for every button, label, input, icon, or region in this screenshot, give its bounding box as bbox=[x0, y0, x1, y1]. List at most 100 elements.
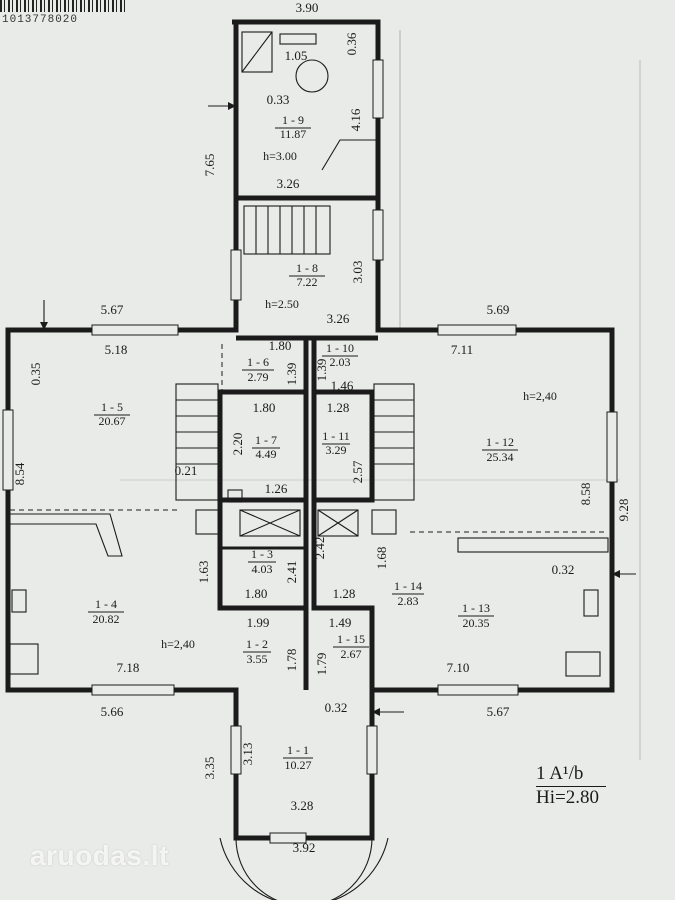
height-label: h=2,40 bbox=[161, 637, 195, 651]
dimension: 5.69 bbox=[487, 302, 510, 317]
room-area: 3.29 bbox=[326, 443, 347, 457]
room-id: 1 - 5 bbox=[101, 400, 123, 414]
room-area: 2.03 bbox=[330, 355, 351, 369]
room-id: 1 - 10 bbox=[326, 341, 354, 355]
room-label-underlines bbox=[88, 127, 518, 759]
section-arrows bbox=[40, 102, 636, 716]
dimension: 1.80 bbox=[269, 338, 292, 353]
dimension: 0.35 bbox=[28, 363, 43, 386]
dimension: 5.67 bbox=[101, 302, 124, 317]
dimension: 7.18 bbox=[117, 660, 140, 675]
room-area: 4.03 bbox=[252, 562, 273, 576]
dimension: 1.79 bbox=[314, 653, 329, 676]
dimension: 1.49 bbox=[329, 615, 352, 630]
dimension: 3.26 bbox=[277, 176, 300, 191]
height-label: h=2.50 bbox=[265, 297, 299, 311]
dimension: 1.68 bbox=[374, 547, 389, 570]
dimension: 2.42 bbox=[312, 537, 327, 560]
dimension-labels: 3.90 1.05 0.36 0.33 4.16 7.65 3.26 3.03 … bbox=[12, 0, 631, 855]
dimension: 3.13 bbox=[240, 743, 255, 766]
dimension: 1.26 bbox=[265, 481, 288, 496]
dimension: 8.58 bbox=[578, 483, 593, 506]
room-area: 10.27 bbox=[285, 758, 312, 772]
room-id: 1 - 6 bbox=[247, 355, 269, 369]
dimension: 3.90 bbox=[296, 0, 319, 15]
dimension: 7.10 bbox=[447, 660, 470, 675]
dimension: 0.33 bbox=[267, 92, 290, 107]
height-labels: h=3.00 h=2.50 h=2,40 h=2,40 bbox=[161, 149, 557, 651]
room-area: 20.82 bbox=[93, 612, 120, 626]
room-id: 1 - 15 bbox=[337, 632, 365, 646]
dimension: 0.32 bbox=[552, 562, 575, 577]
dimension: 5.18 bbox=[105, 342, 128, 357]
dimension: 0.36 bbox=[344, 32, 359, 55]
room-area: 20.35 bbox=[463, 616, 490, 630]
dimension: 7.65 bbox=[202, 154, 217, 177]
dimension: 2.41 bbox=[284, 561, 299, 584]
room-area: 2.79 bbox=[248, 370, 269, 384]
brand-tld: .lt bbox=[142, 840, 169, 871]
room-id: 1 - 4 bbox=[95, 597, 117, 611]
room-id: 1 - 12 bbox=[486, 435, 514, 449]
dimension: 5.67 bbox=[487, 704, 510, 719]
dimension: 2.20 bbox=[230, 433, 245, 456]
dimension: 1.78 bbox=[284, 649, 299, 672]
dimension: 5.66 bbox=[101, 704, 124, 719]
height-label: h=2,40 bbox=[523, 389, 557, 403]
dimension: 1.80 bbox=[245, 586, 268, 601]
room-id: 1 - 9 bbox=[282, 113, 304, 127]
room-labels: 1 - 9 11.87 1 - 8 7.22 1 - 5 20.67 1 - 6… bbox=[93, 113, 515, 772]
legend-floor: 1 A¹/b bbox=[536, 763, 584, 784]
room-area: 3.55 bbox=[247, 652, 268, 666]
dimension: 9.28 bbox=[616, 499, 631, 522]
brand-name: aruodas bbox=[30, 840, 143, 871]
dashed-lines bbox=[10, 344, 608, 533]
dimension: 3.26 bbox=[327, 311, 350, 326]
room-area: 4.49 bbox=[256, 447, 277, 461]
legend-divider bbox=[536, 786, 606, 787]
dimension: 0.32 bbox=[325, 700, 348, 715]
room-id: 1 - 8 bbox=[296, 261, 318, 275]
dimension: 0.21 bbox=[175, 463, 198, 478]
dimension: 1.99 bbox=[247, 615, 270, 630]
room-area: 7.22 bbox=[297, 275, 318, 289]
aruodas-logo: aruodas.lt bbox=[30, 840, 169, 872]
room-id: 1 - 2 bbox=[246, 637, 268, 651]
room-id: 1 - 11 bbox=[322, 429, 350, 443]
dimension: 3.03 bbox=[350, 261, 365, 284]
dimension: 1.05 bbox=[285, 48, 308, 63]
legend-height: Hi=2.80 bbox=[536, 787, 599, 808]
room-area: 20.67 bbox=[99, 414, 126, 428]
fixtures bbox=[9, 31, 609, 900]
stairs bbox=[175, 205, 415, 501]
room-area: 2.83 bbox=[398, 594, 419, 608]
dimension: 1.39 bbox=[284, 363, 299, 386]
barcode bbox=[0, 0, 128, 12]
room-id: 1 - 14 bbox=[394, 579, 422, 593]
dimension: 3.35 bbox=[202, 757, 217, 780]
plan-legend: 1 A¹/b Hi=2.80 bbox=[536, 763, 606, 809]
dimension: 4.16 bbox=[348, 108, 363, 131]
room-area: 2.67 bbox=[341, 647, 362, 661]
dimension: 2.57 bbox=[350, 460, 365, 483]
room-id: 1 - 1 bbox=[287, 743, 309, 757]
dimension: 8.54 bbox=[12, 462, 27, 485]
walls bbox=[5, 19, 615, 841]
room-area: 25.34 bbox=[487, 450, 514, 464]
dimension: 1.46 bbox=[331, 378, 354, 393]
windows bbox=[2, 59, 618, 844]
dimension: 1.28 bbox=[327, 400, 350, 415]
dimension: 3.28 bbox=[291, 798, 314, 813]
room-id: 1 - 7 bbox=[255, 433, 277, 447]
room-area: 11.87 bbox=[280, 127, 307, 141]
dimension: 1.80 bbox=[253, 400, 276, 415]
document-serial: 1013778020 bbox=[2, 14, 79, 26]
room-id: 1 - 13 bbox=[462, 601, 490, 615]
dimension: 7.11 bbox=[451, 342, 473, 357]
dimension: 1.28 bbox=[333, 586, 356, 601]
room-id: 1 - 3 bbox=[251, 547, 273, 561]
dimension: 1.39 bbox=[314, 359, 329, 382]
dimension: 1.63 bbox=[196, 561, 211, 584]
dimension: 3.92 bbox=[293, 840, 316, 855]
